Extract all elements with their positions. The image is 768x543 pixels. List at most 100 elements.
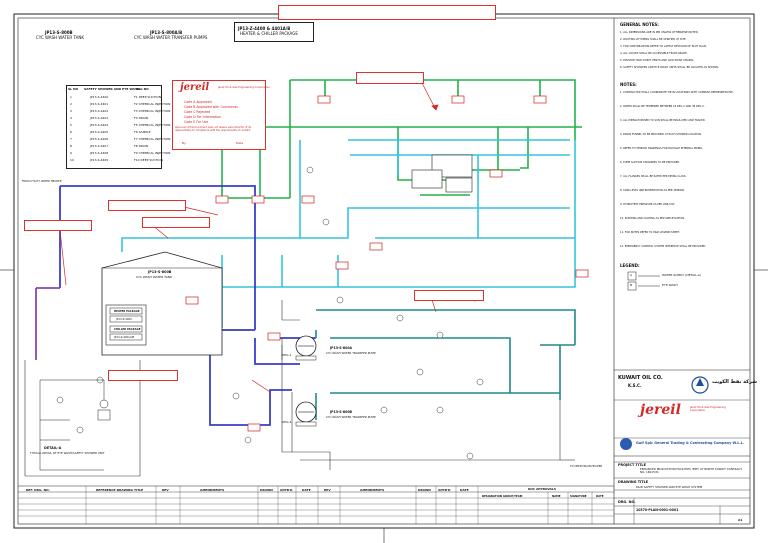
note-12: 12. EMERGENCY CONTROL SYSTEM INTERFACE S… — [620, 245, 707, 248]
to-open-drain-label: TO OPEN DRAIN HEADER — [570, 465, 603, 468]
tag-row-9-shower: JP13-S-4408 — [90, 151, 109, 155]
tag-row-3-sl: 3 — [70, 109, 72, 113]
rev-header-apprd-2: APPR'D — [438, 488, 451, 492]
callout-box-top — [278, 5, 496, 20]
note-11: 11. FOR NOTES REFER TO P&ID LEGEND SHEET… — [620, 231, 680, 234]
from-utility-label: FROM UTILITY WATER HEADER — [22, 180, 62, 183]
approval-stamp-company: Jereil Oil & Gas Engineering Corporation — [218, 86, 270, 89]
approval-stamp — [172, 80, 266, 150]
client-arabic: شركة نفط الكويت — [712, 379, 758, 385]
subcontractor-name: Gulf Spic General Trading & Contracting … — [636, 441, 745, 445]
tag-row-1-shower: JP13-S-4400 — [90, 95, 109, 99]
general-note-5: 5. PROVIDE HIGH POINT VENTS AND LOW POIN… — [620, 59, 694, 62]
general-notes-title: GENERAL NOTES: — [620, 22, 659, 27]
pump-a-tag: JP13-S-800A — [330, 346, 353, 350]
instrument-bubbles — [56, 166, 484, 460]
koc-col-name: NAME — [552, 495, 561, 498]
tag-row-9-sl: 9 — [70, 151, 72, 155]
legend-code-a: A — [630, 273, 633, 277]
tag-row-3-shower: JP13-S-4402 — [90, 109, 109, 113]
rev-header-apprd-1: APPR'D — [280, 488, 293, 492]
wash-water-tank-vessel — [101, 251, 223, 356]
callout-box-5 — [414, 290, 484, 301]
approval-date-label: Date — [236, 141, 244, 145]
detail-a-sub: TYPICAL DETAIL OF EYE WASH/SAFETY SHOWER… — [30, 451, 105, 455]
chiller-tag-label: JP13-Z-4401A/B — [114, 336, 135, 339]
equip-header-2-sub: CYC WASH WATER TRANSFER PUMPS — [134, 35, 208, 40]
note-8: 8. TANK LEVEL INSTRUMENTATION AS PER VEN… — [620, 189, 685, 192]
drawing-title-label: DRAWING TITLE — [618, 480, 649, 484]
koc-approvals-title: KOC APPROVALS — [528, 487, 556, 491]
approval-code-a: Code A Approved — [184, 100, 212, 104]
pump-b-name: CYC WASH WATER TRANSFER PUMP — [326, 415, 376, 419]
heater-tag-label: JP13-Z-4400 — [116, 318, 132, 321]
tag-row-6-sl: 6 — [70, 130, 72, 134]
tag-row-4-tag: F4 DRAIN — [134, 116, 149, 120]
tag-row-7-tag: F7 CHEMICAL INJECTION — [134, 137, 171, 141]
safety-shower-tags — [185, 95, 589, 432]
equip-header-1-sub: CYC WASH WATER TANK — [36, 35, 84, 40]
tank-tag-label: JP13-S-800B — [148, 270, 172, 274]
tag-row-6-tag: F6 SAMPLE — [134, 130, 151, 134]
tag-row-2-sl: 2 — [70, 102, 72, 106]
project-label: PROJECT TITLE — [618, 463, 646, 467]
tag-row-1-tag: F1 DEEP SUCTION — [134, 95, 161, 99]
general-note-3: 3. FOR CONTINUATION REFER TO LATEST REVI… — [620, 45, 707, 48]
equip-header-2-title: JP13-S-800A/B — [150, 30, 183, 35]
koc-col-designation: DESIGNATION GROUP/TEAM — [482, 495, 523, 498]
tag-row-4-shower: JP13-S-4403 — [90, 116, 109, 120]
rev-header-rev-2: REV — [324, 488, 331, 492]
heater-chiller-header-box — [234, 22, 314, 42]
note-1: 1. CONTRACTOR SHALL COORDINATE TIE-IN LO… — [620, 91, 734, 94]
legend-symbols — [627, 271, 660, 291]
approval-stamp-logo: jereil — [180, 82, 210, 93]
legend-title: LEGEND: — [620, 263, 640, 268]
rev-header-drawn-1: DRAWN — [260, 488, 273, 492]
koc-col-date: DATE — [596, 495, 604, 498]
general-note-2: 2. ROUTING OF PIPING SHALL BE VERIFIED A… — [620, 38, 687, 41]
tank-name-label: CYC WASH WATER TANK — [136, 275, 172, 279]
rev-header-amend-2: AMENDMENTS — [360, 488, 385, 492]
chiller-pkg-label: CHILLER PACKAGE — [114, 328, 141, 331]
general-note-1: 1. ALL DIMENSIONS ARE IN MM UNLESS OTHER… — [620, 31, 699, 34]
drg-no-label: DRG. NO. — [618, 500, 636, 504]
heater-pkg-label: HEATER PACKAGE — [114, 310, 140, 313]
tag-row-10-tag: F10 DEEP SUCTION — [134, 158, 163, 162]
note-9: 9. HYDROTEST PRESSURE AS PER LINE LIST. — [620, 203, 675, 206]
drawing-title: P&ID SAFETY SHOWER AND EYE WASH SYSTEM — [636, 485, 703, 489]
approval-code-e: Code E For Use — [184, 120, 209, 124]
tag-row-9-tag: F9 CHEMICAL INJECTION — [134, 151, 171, 155]
detail-a-title: DETAIL-A — [44, 446, 62, 450]
legend-label-a: WATER SUPPLY (DETAIL-A) — [662, 273, 701, 277]
general-note-4: 4. ALL VALVES SHALL BE ACCESSIBLE FROM G… — [620, 52, 688, 55]
tag-table-header-tag: TAG NO — [136, 87, 149, 91]
purple-pipe-line — [35, 287, 60, 360]
rev-header-rev-1: REV — [162, 488, 169, 492]
equip-header-3-sub: HEATER & CHILLER PACKAGE — [240, 31, 298, 36]
rev-header-amend-1: AMENDMENTS — [200, 488, 225, 492]
pump-a-dpg: DPG-1 — [282, 353, 292, 357]
callout-box-6 — [108, 370, 178, 381]
tag-row-6-shower: JP13-S-4405 — [90, 130, 109, 134]
tag-row-10-sl: 10 — [70, 158, 74, 162]
note-4: 4. DRAIN FUNNEL TO BE PROVIDED AT EACH S… — [620, 133, 702, 136]
transfer-pump-b — [295, 401, 317, 427]
tag-row-4-sl: 4 — [70, 116, 72, 120]
callout-box-4 — [24, 220, 92, 231]
equip-header-3-title: JP13-Z-4400 & 4401A/B — [238, 26, 291, 31]
transfer-pump-a — [295, 335, 317, 361]
gulf-spic-logo-icon — [620, 438, 632, 450]
note-2: 2. WATER SHALL BE TEMPERED BETWEEN 16 DE… — [620, 105, 705, 108]
rev-header-ref-drg: REF. DRG. NO. — [26, 488, 50, 492]
tag-row-7-shower: JP13-S-4406 — [90, 137, 109, 141]
pump-b-tag: JP13-S-800B — [330, 410, 352, 414]
tag-row-5-sl: 5 — [70, 123, 72, 127]
general-note-6: 6. SAFETY SHOWERS AND EYE WASH UNITS SHA… — [620, 66, 719, 69]
package-units — [411, 154, 473, 193]
rev-header-date-2: DATE — [460, 488, 469, 492]
rev-header-drawn-2: DRAWN — [418, 488, 431, 492]
tag-table-header-shower: SAFETY SHOWER AND EYE WASH — [84, 87, 140, 91]
tag-row-2-shower: JP13-S-4401 — [90, 102, 109, 106]
tag-row-2-tag: F2 CHEMICAL INJECTION — [134, 102, 171, 106]
approval-code-b: Code B Approved with Comments — [184, 105, 238, 109]
